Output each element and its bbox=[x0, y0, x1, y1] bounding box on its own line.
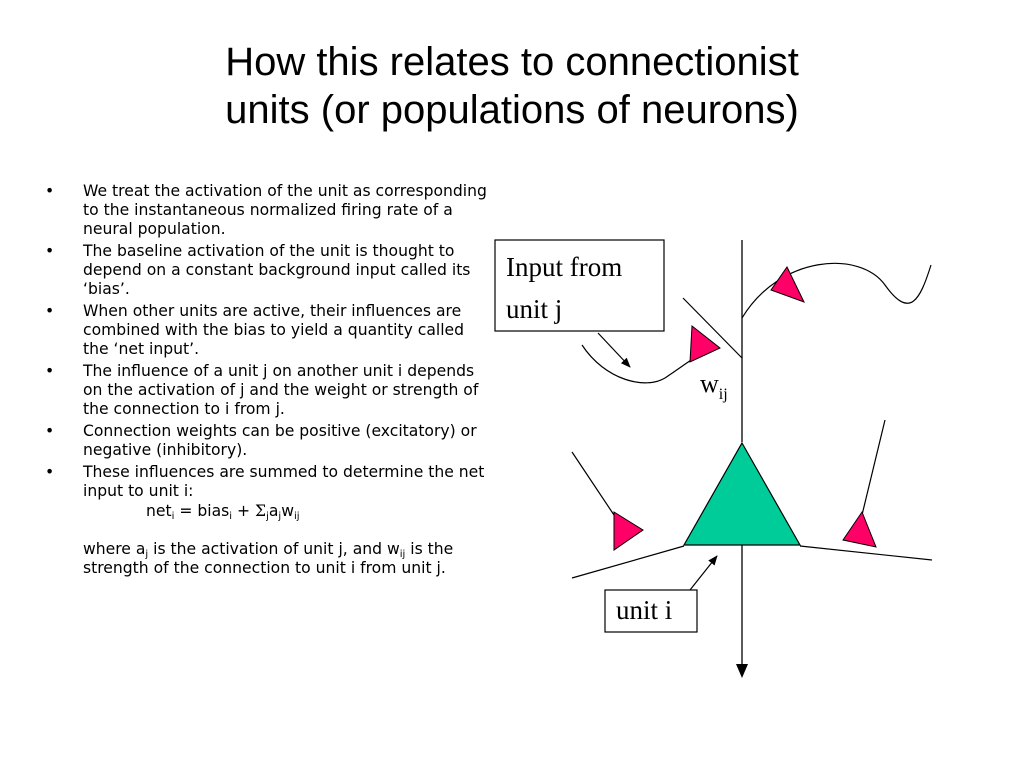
formula-sub-j: j bbox=[278, 511, 282, 522]
incoming-fiber-top-right bbox=[741, 262, 932, 319]
synapse-top-right bbox=[770, 266, 805, 303]
bullet-item: The influence of a unit j on another uni… bbox=[40, 362, 492, 419]
dendrite-branch-left bbox=[682, 297, 743, 359]
input-label-line-2: unit j bbox=[506, 294, 562, 324]
formula-sigma: Σ bbox=[255, 502, 267, 520]
formula-a: a bbox=[268, 502, 279, 520]
synapse-lower-left bbox=[613, 511, 644, 551]
input-label-box bbox=[494, 239, 665, 332]
output-arrow-icon bbox=[736, 664, 748, 678]
net-input-formula: neti = biasi + Σjajwij bbox=[83, 502, 492, 522]
bullet-item: We treat the activation of the unit as c… bbox=[40, 182, 492, 239]
explanation-text: is the strength of the connection to uni… bbox=[83, 540, 454, 577]
incoming-fiber-lower-right bbox=[861, 419, 886, 516]
synapse-input-unit-j bbox=[689, 325, 721, 363]
dendrite-lower-right bbox=[799, 545, 933, 561]
formula-sub-j: j bbox=[266, 511, 269, 522]
weight-w: w bbox=[700, 369, 719, 398]
explanation-text: where a bbox=[83, 540, 146, 558]
bullet-item: Connection weights can be positive (exci… bbox=[40, 422, 492, 460]
incoming-fiber-lower-left bbox=[571, 451, 615, 516]
bullet-text: These influences are summed to determine… bbox=[83, 463, 485, 500]
formula-net: net bbox=[146, 502, 172, 520]
explanation-sub-ij: ij bbox=[399, 549, 406, 560]
synapse-lower-right bbox=[842, 510, 877, 548]
input-label-line-1: Input from bbox=[506, 252, 622, 282]
title-line-1: How this relates to connectionist bbox=[225, 40, 799, 84]
unit-label-box bbox=[604, 589, 698, 633]
formula-sub-i: i bbox=[171, 511, 175, 522]
formula-sub-ij: ij bbox=[293, 511, 300, 522]
weight-label: wij bbox=[700, 369, 728, 403]
unit-i-body bbox=[682, 441, 802, 546]
formula-sub-i: i bbox=[229, 511, 233, 522]
weight-sub-ij: ij bbox=[719, 386, 728, 403]
explanation-sub-j: j bbox=[145, 549, 149, 560]
unit-pointer-arrow bbox=[689, 555, 718, 591]
title-line-2: units (or populations of neurons) bbox=[225, 88, 799, 132]
formula-bias: = bias bbox=[174, 502, 230, 520]
explanation-text: is the activation of unit j, and w bbox=[148, 540, 400, 558]
bullet-item: The baseline activation of the unit is t… bbox=[40, 242, 492, 299]
bullet-item-net-input: These influences are summed to determine… bbox=[40, 463, 492, 578]
formula-explanation: where aj is the activation of unit j, an… bbox=[83, 540, 453, 577]
slide-title: How this relates to connectionist units … bbox=[0, 38, 1024, 134]
formula-plus: + bbox=[232, 502, 256, 520]
unit-label: unit i bbox=[616, 595, 672, 625]
bullet-list: We treat the activation of the unit as c… bbox=[40, 182, 492, 581]
input-fiber-unit-j bbox=[581, 344, 695, 384]
dendrite-lower-left bbox=[571, 545, 685, 579]
formula-w: w bbox=[281, 502, 294, 520]
input-pointer-arrow bbox=[597, 332, 631, 368]
bullet-item: When other units are active, their influ… bbox=[40, 302, 492, 359]
